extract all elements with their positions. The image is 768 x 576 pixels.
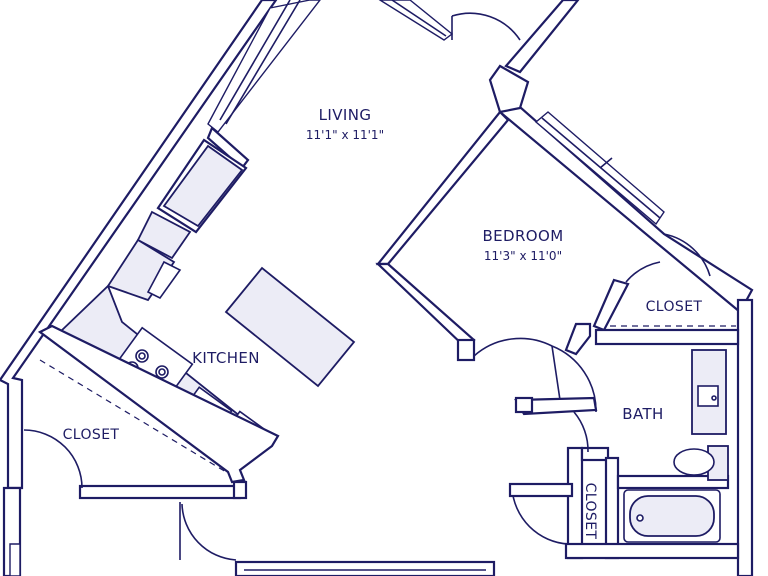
bath-door: [551, 345, 597, 453]
wall-bedroom-jamb: [456, 338, 476, 362]
kitchen-island: [224, 266, 356, 388]
entry-closet-label: CLOSET: [63, 427, 120, 443]
south-walls: [179, 502, 496, 576]
window-living-west: [207, 0, 321, 133]
wall-bedroom-south: [375, 262, 476, 350]
sink-icon: [697, 385, 719, 407]
bath-fixtures: [623, 349, 729, 543]
bedroom-dimensions: 11'3" x 11'0": [484, 249, 562, 263]
wall-north-east: [504, 0, 580, 74]
wall-east-diagonal: [498, 98, 754, 314]
kitchen-label: KITCHEN: [192, 349, 260, 367]
refrigerator: [162, 144, 244, 228]
living-dimensions: 11'1" x 11'1": [306, 128, 384, 142]
window-living-north: [378, 0, 454, 41]
entry-closet: [21, 324, 280, 500]
wall-bedroom-closet: [592, 278, 630, 332]
wall-closet-diagonal: [37, 324, 280, 484]
wall-bath-jamb: [514, 396, 534, 414]
toilet-icon: [673, 448, 715, 476]
range-hood: [146, 260, 182, 300]
wall-east: [736, 298, 754, 576]
wall-bath-south: [564, 542, 740, 560]
wall-bath-west: [566, 446, 584, 560]
bedroom-closet-door: [610, 233, 736, 327]
windows: [9, 0, 665, 576]
bath-closet-door: [508, 482, 574, 545]
kitchen-pantry: [136, 210, 192, 260]
bedroom-door: [473, 337, 561, 401]
bedroom-closet-label: CLOSET: [646, 299, 703, 315]
wall-bath-closet: [580, 446, 610, 462]
entry-door: [451, 12, 521, 41]
wall-bedroom-inner: [564, 322, 592, 356]
bedroom-walls: [375, 64, 630, 362]
labels: LIVING 11'1" x 11'1" BEDROOM 11'3" x 11'…: [63, 106, 703, 540]
wall-bath-north: [594, 328, 740, 346]
wall-bath-tub-edge: [616, 474, 730, 490]
wall-south: [234, 560, 496, 576]
wall-closet-south: [78, 484, 242, 500]
bedroom-label: BEDROOM: [482, 227, 563, 245]
window-west-lower: [9, 543, 21, 576]
bath-label: BATH: [622, 405, 663, 423]
bath-walls: [514, 328, 740, 560]
living-label: LIVING: [319, 106, 372, 124]
bath-closet-label: CLOSET: [582, 483, 598, 540]
wall-bedroom-corner: [488, 64, 530, 114]
